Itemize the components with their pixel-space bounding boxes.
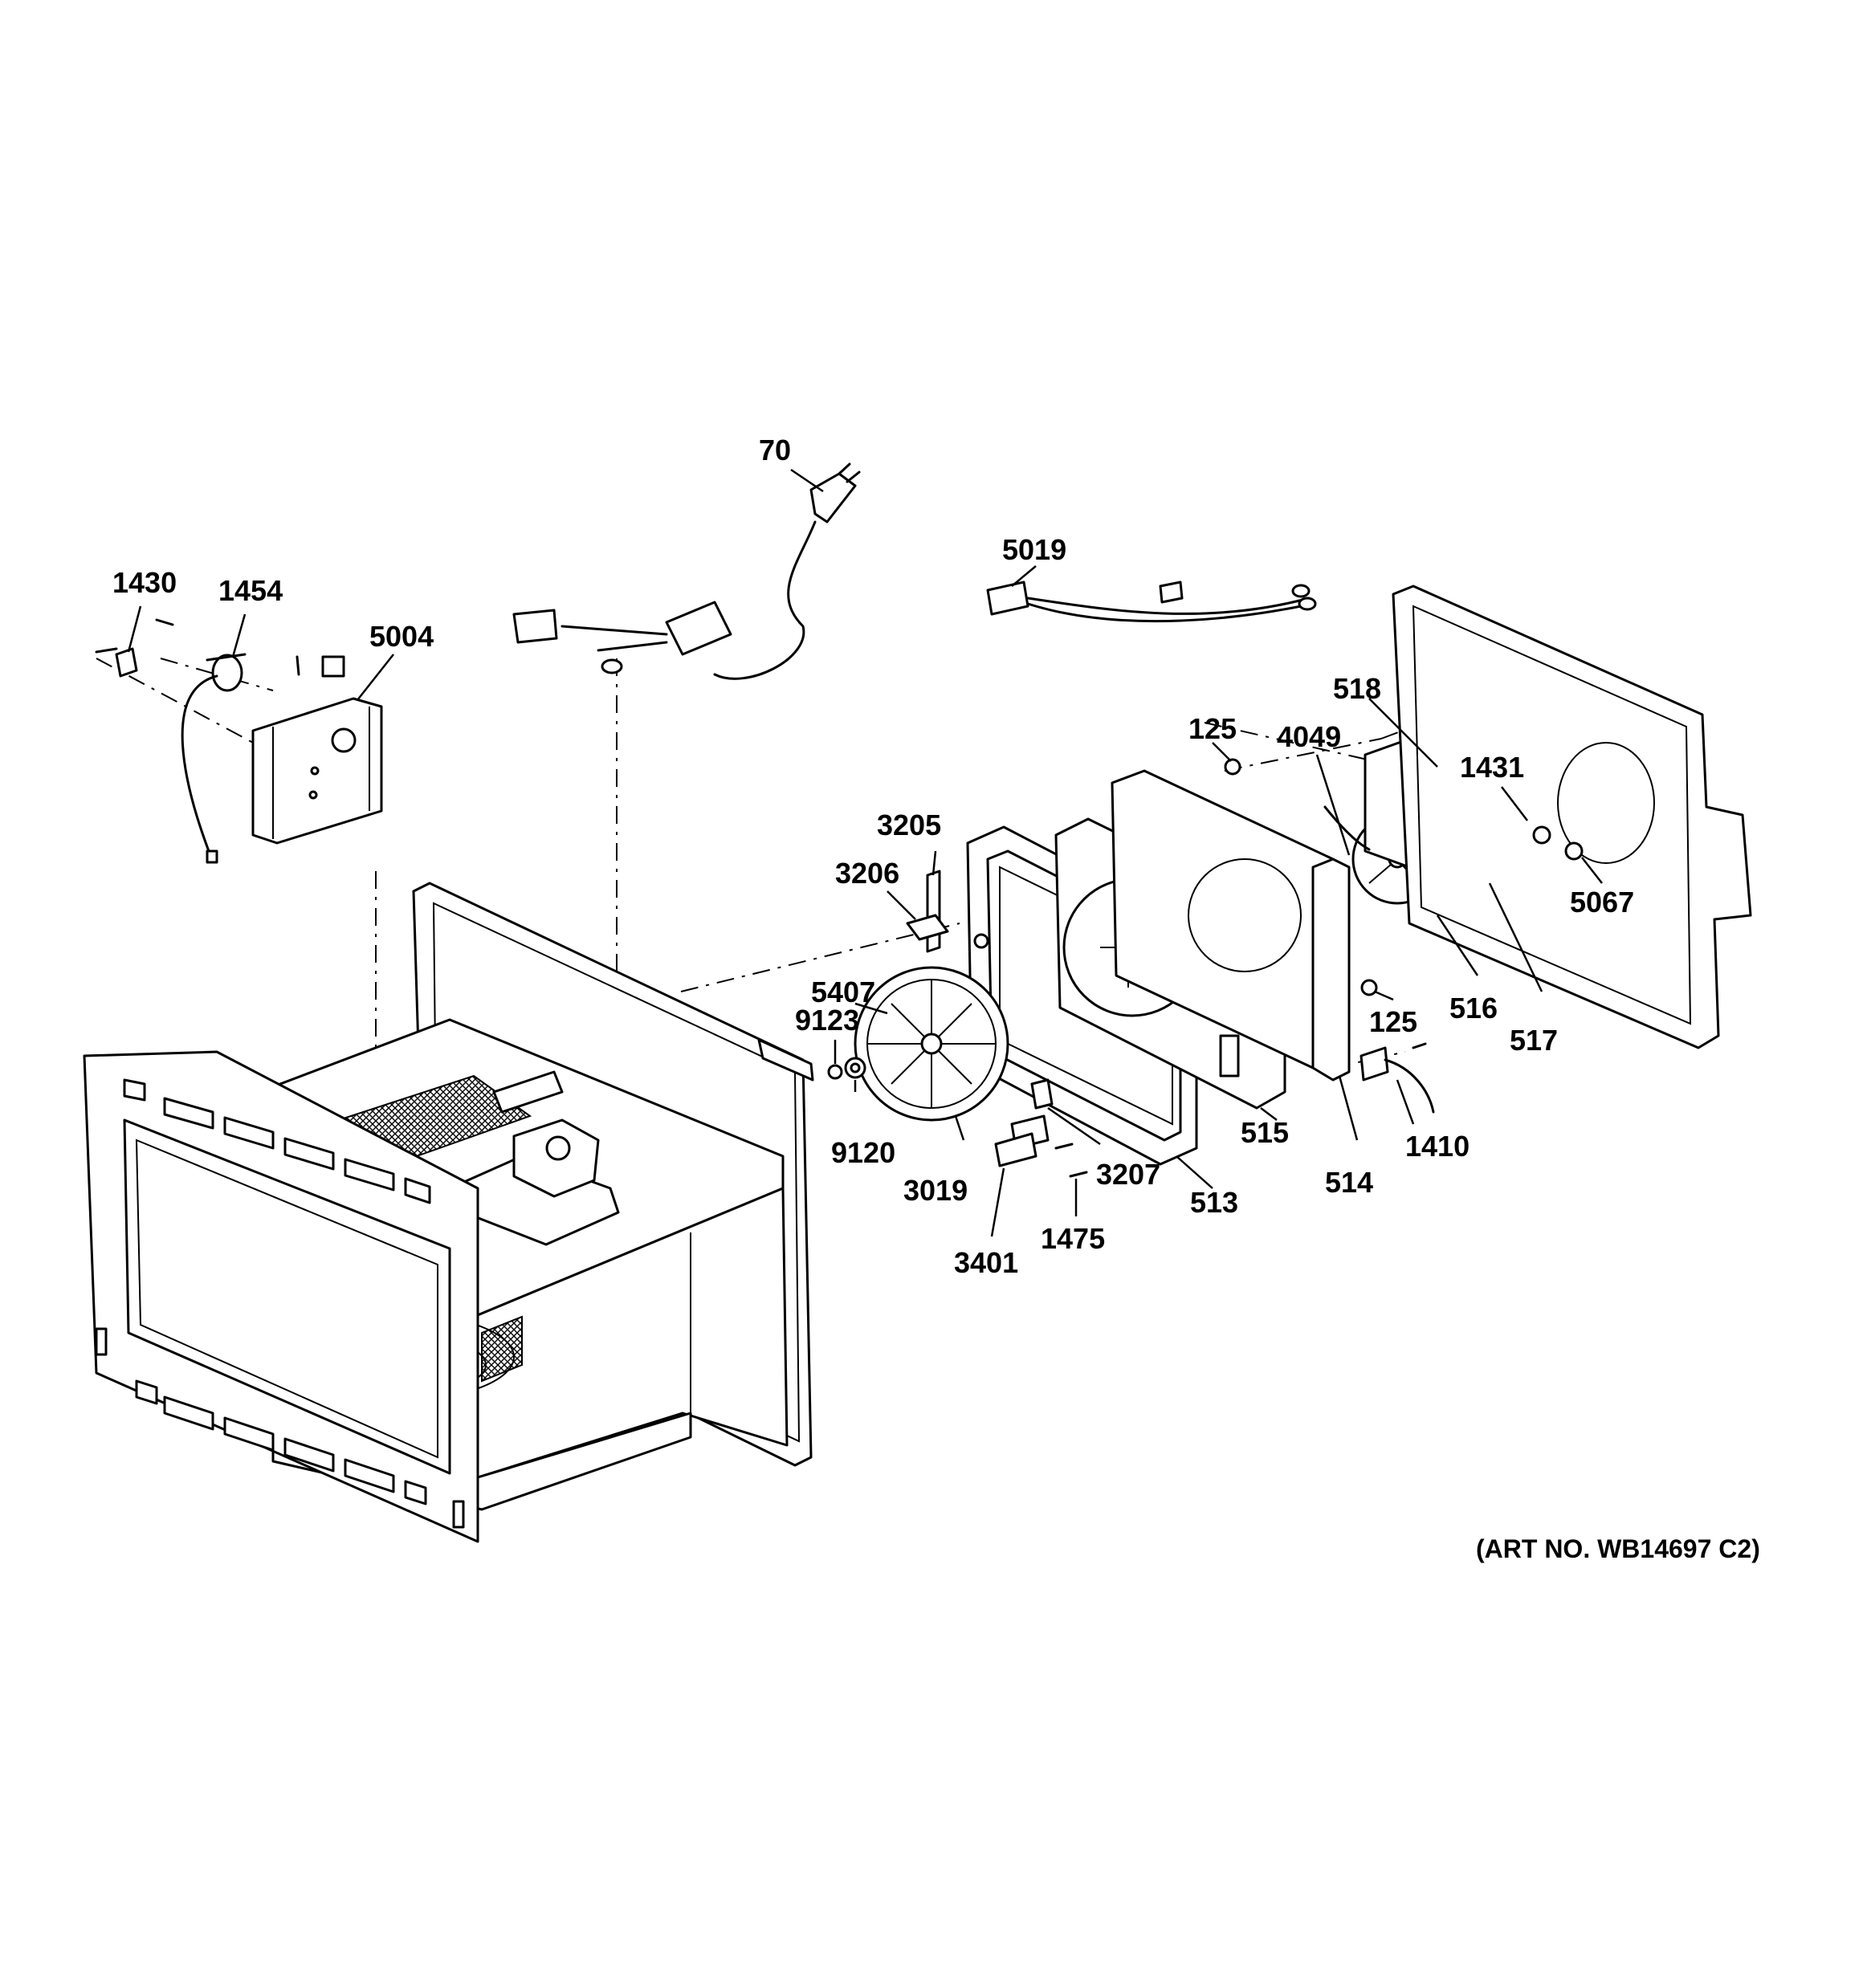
callout-3206: 3206 [835, 857, 899, 890]
callout-9120: 9120 [831, 1136, 895, 1169]
callout-70: 70 [759, 434, 791, 466]
harness-5019 [986, 581, 1317, 623]
callout-labels: 70 5019 1430 1454 5004 125 4049 518 1431… [112, 434, 1760, 1563]
power-cord-70 [512, 462, 861, 680]
callout-1410: 1410 [1405, 1130, 1470, 1163]
callout-5067: 5067 [1570, 886, 1634, 919]
leader-lines [127, 468, 1603, 1237]
callout-513: 513 [1190, 1186, 1238, 1219]
callout-1475: 1475 [1041, 1222, 1105, 1255]
callout-9123: 9123 [795, 1004, 859, 1037]
callout-5019: 5019 [1002, 533, 1066, 566]
shield-514 [1111, 769, 1351, 1082]
front-frame [83, 1050, 479, 1543]
rear-panel [1392, 585, 1752, 1049]
callout-515: 515 [1241, 1116, 1289, 1149]
callout-125-top: 125 [1188, 712, 1237, 745]
art-number: (ART NO. WB14697 C2) [1476, 1534, 1760, 1563]
parts-1430-1454 [95, 618, 345, 864]
callout-516: 516 [1449, 992, 1498, 1025]
callout-3401: 3401 [954, 1246, 1018, 1279]
callout-4049: 4049 [1277, 720, 1341, 753]
bracket-5004 [251, 697, 383, 845]
callout-518: 518 [1333, 672, 1381, 705]
small-hardware [827, 758, 1584, 1178]
heater-5407 [854, 966, 1050, 1150]
callout-517: 517 [1510, 1024, 1558, 1057]
callout-3019: 3019 [903, 1174, 968, 1207]
callout-1431: 1431 [1460, 751, 1524, 784]
callout-514: 514 [1325, 1166, 1373, 1199]
callout-1454: 1454 [218, 574, 283, 607]
callout-3205: 3205 [877, 809, 941, 841]
callout-125-bottom: 125 [1369, 1005, 1417, 1038]
callout-5004: 5004 [369, 620, 434, 653]
callout-3207: 3207 [1096, 1158, 1160, 1191]
callout-5407: 5407 [811, 976, 875, 1008]
callout-1430: 1430 [112, 566, 177, 599]
